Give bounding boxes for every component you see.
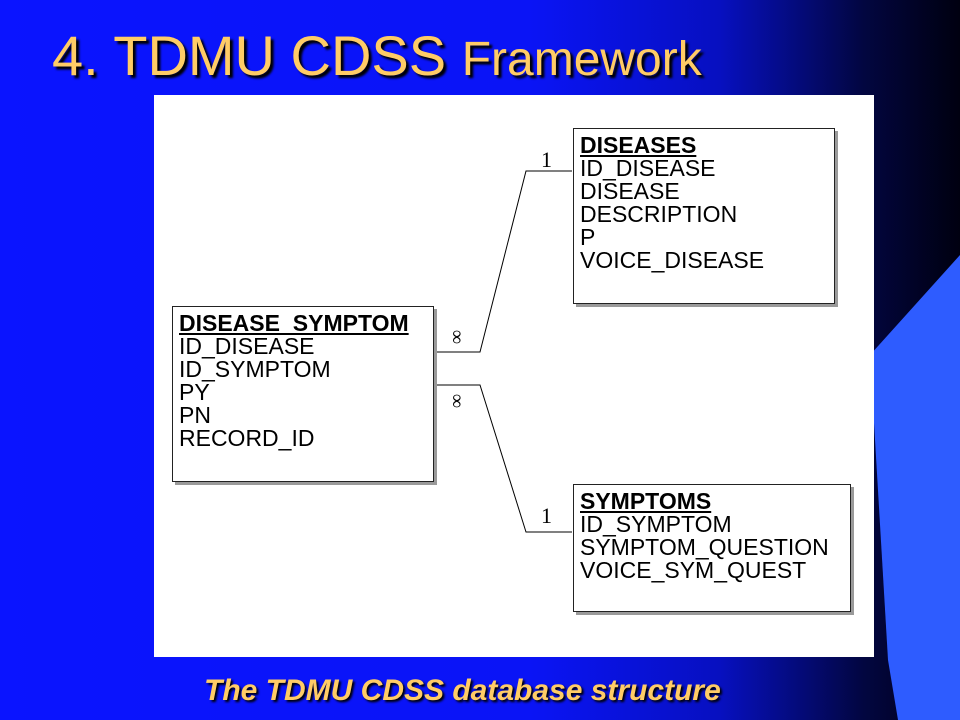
title-word: Framework — [461, 33, 702, 86]
entity-field: P — [580, 224, 596, 250]
relationship-line-diseases — [430, 170, 572, 353]
cardinality-symptoms-one: 1 — [541, 503, 552, 528]
entity-field: VOICE_SYM_QUEST — [580, 557, 807, 583]
entity-name: SYMPTOMS — [580, 488, 712, 514]
cardinality-symptoms-many: ∞ — [446, 393, 469, 409]
slide-title: 4. TDMU CDSS Framework — [52, 28, 702, 84]
entity-field: VOICE_DISEASE — [580, 247, 765, 273]
entity-field: DISEASE — [580, 178, 680, 204]
entity-field: ID_SYMPTOM — [580, 511, 732, 537]
diagram-caption: The TDMU CDSS database structure — [204, 674, 721, 707]
entity-field: ID_DISEASE — [179, 333, 315, 359]
entity-diseases: DISEASES ID_DISEASE DISEASE DESCRIPTION … — [573, 128, 835, 304]
entity-field: DESCRIPTION — [580, 201, 738, 227]
title-number: 4. TDMU CDSS — [52, 24, 447, 87]
entity-field: PN — [179, 402, 211, 428]
relationship-line-symptoms — [430, 384, 572, 533]
entity-symptoms: SYMPTOMS ID_SYMPTOM SYMPTOM_QUESTION VOI… — [573, 484, 851, 612]
cardinality-diseases-many: ∞ — [446, 329, 469, 345]
entity-name: DISEASE_SYMPTOM — [179, 310, 409, 336]
corner-triangle-shape — [870, 255, 960, 720]
entity-name: DISEASES — [580, 132, 697, 158]
entity-field: RECORD_ID — [179, 425, 315, 451]
entity-field: ID_SYMPTOM — [179, 356, 331, 382]
database-diagram: DISEASE_SYMPTOM ID_DISEASE ID_SYMPTOM PY… — [154, 95, 874, 657]
entity-field: SYMPTOM_QUESTION — [580, 534, 829, 560]
relationship-lines — [430, 170, 572, 533]
cardinality-diseases-one: 1 — [541, 147, 552, 172]
entity-field: PY — [179, 379, 210, 405]
entity-disease-symptom: DISEASE_SYMPTOM ID_DISEASE ID_SYMPTOM PY… — [172, 306, 434, 482]
entity-field: ID_DISEASE — [580, 155, 716, 181]
